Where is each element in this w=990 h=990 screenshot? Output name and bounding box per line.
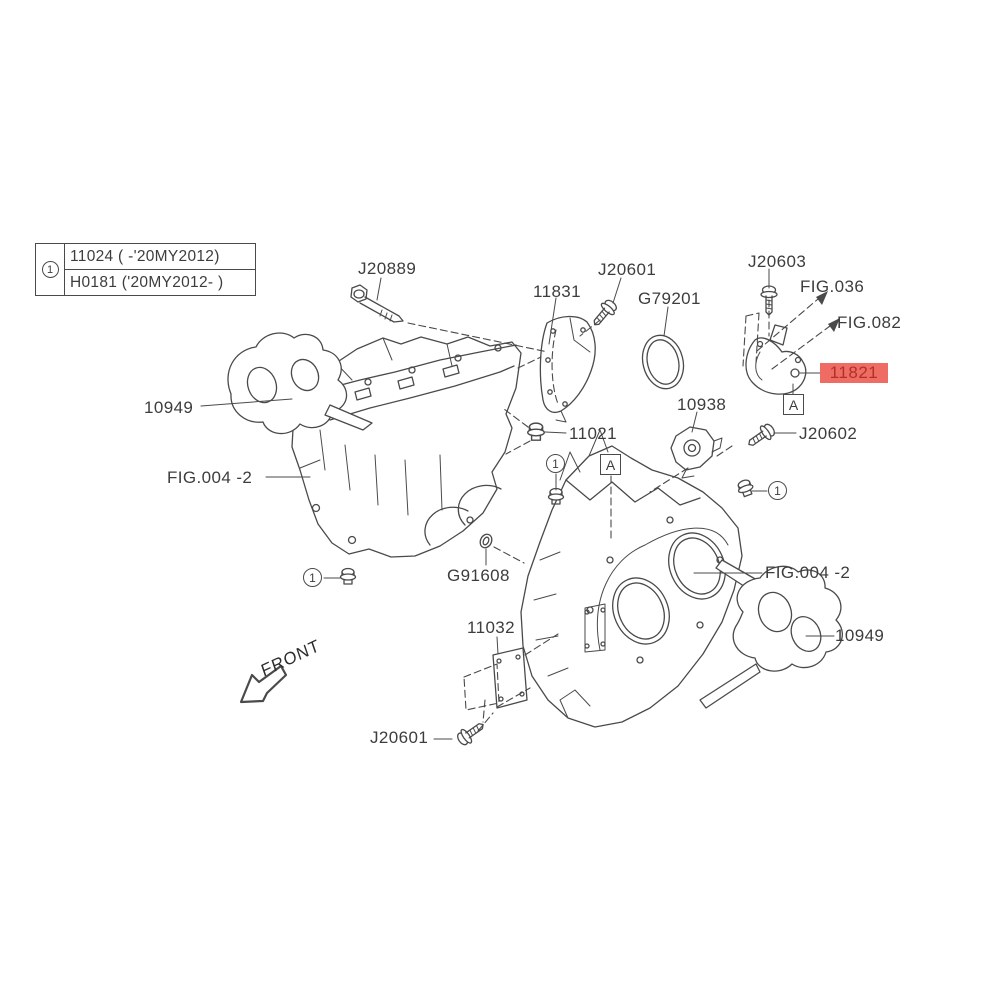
label-j20889: J20889 — [358, 259, 417, 278]
plug-callout1-right — [735, 477, 756, 499]
plug-callout1-left — [339, 567, 357, 585]
assembly-dashed-lines — [407, 298, 831, 732]
label-11821-highlighted: 11821 — [820, 363, 888, 383]
ref-a-top-text: A — [788, 396, 799, 413]
label-10938: 10938 — [677, 395, 727, 414]
callout-1-mid-text: 1 — [552, 456, 559, 471]
label-11821-text: 11821 — [829, 363, 879, 382]
screw-j20602 — [743, 420, 778, 452]
engine-block-right-drawing — [520, 429, 743, 728]
label-11021: 11021 — [569, 424, 618, 443]
callout-1-mid: 1 — [546, 454, 565, 473]
water-pipe-left-drawing — [227, 332, 373, 435]
label-j20601-bottom: J20601 — [370, 728, 429, 747]
ref-a-top: A — [783, 394, 804, 415]
label-g79201: G79201 — [638, 289, 701, 308]
leader-lines — [200, 268, 835, 740]
callout-1-left: 1 — [303, 568, 322, 587]
label-11831: 11831 — [533, 282, 582, 301]
label-11032: 11032 — [467, 618, 516, 637]
callout-1-right: 1 — [768, 481, 787, 500]
legend-rows: 11024 ( -'20MY2012) H0181 ('20MY2012- ) — [65, 244, 255, 295]
oring-g91608-drawing — [479, 533, 493, 549]
label-10949-left: 10949 — [144, 398, 194, 417]
nut-11021 — [527, 422, 545, 441]
bracket-10938-drawing — [670, 426, 723, 479]
label-fig004-left: FIG.004 -2 — [167, 468, 253, 487]
label-j20602: J20602 — [799, 424, 858, 443]
fig082-arrowhead — [828, 318, 840, 332]
legend-row-2: H0181 ('20MY2012- ) — [70, 273, 224, 291]
fig036-arrowhead — [816, 291, 828, 305]
callout-1-legend-text: 1 — [46, 263, 54, 276]
legend-box: 1 11024 ( -'20MY2012) H0181 ('20MY2012- … — [35, 243, 256, 296]
water-pipe-right-drawing — [699, 559, 843, 709]
screw-j20601-top — [587, 296, 621, 331]
callout-1-right-text: 1 — [774, 483, 781, 498]
legend-row-1: 11024 ( -'20MY2012) — [65, 244, 255, 270]
plate-11032-drawing — [463, 647, 528, 711]
label-j20601-top: J20601 — [598, 260, 657, 279]
sealing-plate-11831-drawing — [539, 315, 596, 423]
front-arrow — [239, 664, 288, 704]
ref-a-mid-text: A — [605, 456, 616, 473]
label-j20603: J20603 — [748, 252, 807, 271]
label-10949-right: 10949 — [835, 626, 885, 645]
callout-1-legend: 1 — [41, 261, 59, 278]
label-fig036: FIG.036 — [800, 277, 865, 296]
ref-a-mid: A — [600, 454, 621, 475]
engine-block-left-drawing — [291, 336, 522, 558]
callout-1-left-text: 1 — [309, 570, 316, 585]
label-fig004-right: FIG.004 -2 — [765, 563, 851, 582]
label-fig082: FIG.082 — [837, 313, 902, 332]
oil-seal-g79201-drawing — [641, 334, 685, 390]
bolt-j20889-drawing — [350, 284, 404, 323]
label-g91608: G91608 — [447, 566, 510, 585]
legend-callout-cell: 1 — [36, 244, 65, 295]
